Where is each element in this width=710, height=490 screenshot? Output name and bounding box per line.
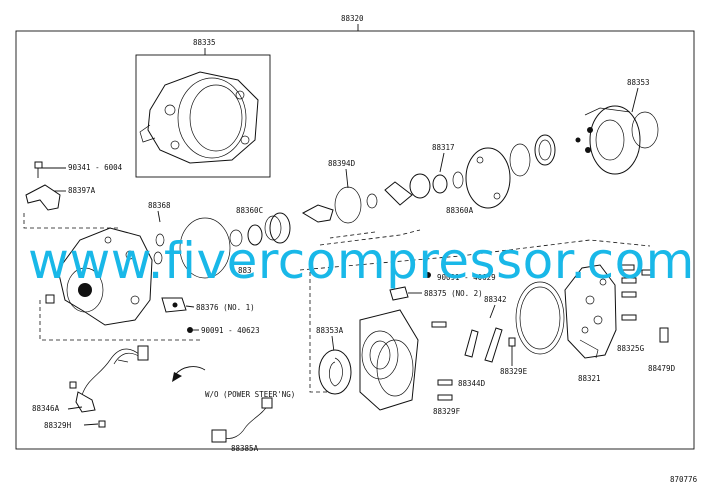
label-88368: 88368 [148, 201, 171, 210]
label-90091-40623: 90091 - 40623 [201, 326, 260, 335]
figure-number: 870776 [670, 475, 698, 484]
cylinder-head-88321 [564, 264, 617, 359]
rear-housing-center [359, 309, 419, 411]
label-88329e: 88329E [500, 367, 528, 376]
valve-88329e [508, 337, 516, 347]
bracket-88397a [25, 184, 61, 211]
label-88385a: 88385A [231, 444, 259, 453]
wire-harness-88346a [69, 345, 149, 413]
label-88320: 88320 [341, 14, 364, 23]
bolts-center [431, 321, 453, 401]
label-883-partial: 883 [238, 266, 252, 275]
label-88479d: 88479D [648, 364, 676, 373]
bolt-90341 [34, 161, 43, 178]
bearing-88317 [384, 134, 556, 209]
label-88375-no2: 88375 (NO. 2) [424, 289, 483, 298]
label-88360a: 88360A [446, 206, 474, 215]
label-88329h: 88329H [44, 421, 72, 430]
spring-88353a [318, 349, 352, 395]
label-88321: 88321 [578, 374, 601, 383]
label-88317: 88317 [432, 143, 455, 152]
note-wo-power-steering: W/O (POWER STEER'NG) [205, 390, 295, 399]
label-88346a: 88346A [32, 404, 60, 413]
clutch-hub-88353 [575, 105, 659, 175]
watermark-text: www.fivercompressor.com [28, 232, 695, 290]
diagram-frame [15, 30, 695, 450]
clip-88375 [389, 286, 409, 301]
label-88353: 88353 [627, 78, 650, 87]
wire-harness-88385a [211, 397, 273, 443]
label-88329f: 88329F [433, 407, 461, 416]
shaft-seal-88360c [229, 212, 291, 247]
snap-ring-88394d [301, 186, 378, 224]
bolts-right [619, 264, 655, 321]
compressor-body-left [45, 227, 153, 326]
label-88397a: 88397A [68, 186, 96, 195]
reed-valves-88342 [464, 327, 503, 363]
label-90091-40629: 90091 - 40629 [437, 273, 496, 282]
label-88360c: 88360C [236, 206, 263, 215]
bolt-90091-40629 [425, 272, 431, 278]
plate-88376 [161, 297, 187, 313]
gasket-88368 [153, 217, 231, 279]
label-88325g: 88325G [617, 344, 645, 353]
bolt-88329h [98, 420, 106, 428]
bolt-90091-40623 [187, 327, 193, 333]
valve-88479d [659, 327, 669, 343]
label-88342: 88342 [484, 295, 507, 304]
gasket-large-88342 [515, 281, 565, 355]
inset-box-88335 [135, 54, 271, 178]
label-88335: 88335 [193, 38, 216, 47]
label-88344d: 88344D [458, 379, 486, 388]
front-housing-drawing [139, 71, 259, 164]
label-88353a: 88353A [316, 326, 344, 335]
label-88376-no1: 88376 (NO. 1) [196, 303, 255, 312]
label-88394d: 88394D [328, 159, 356, 168]
label-90341-6004: 90341 - 6004 [68, 163, 123, 172]
